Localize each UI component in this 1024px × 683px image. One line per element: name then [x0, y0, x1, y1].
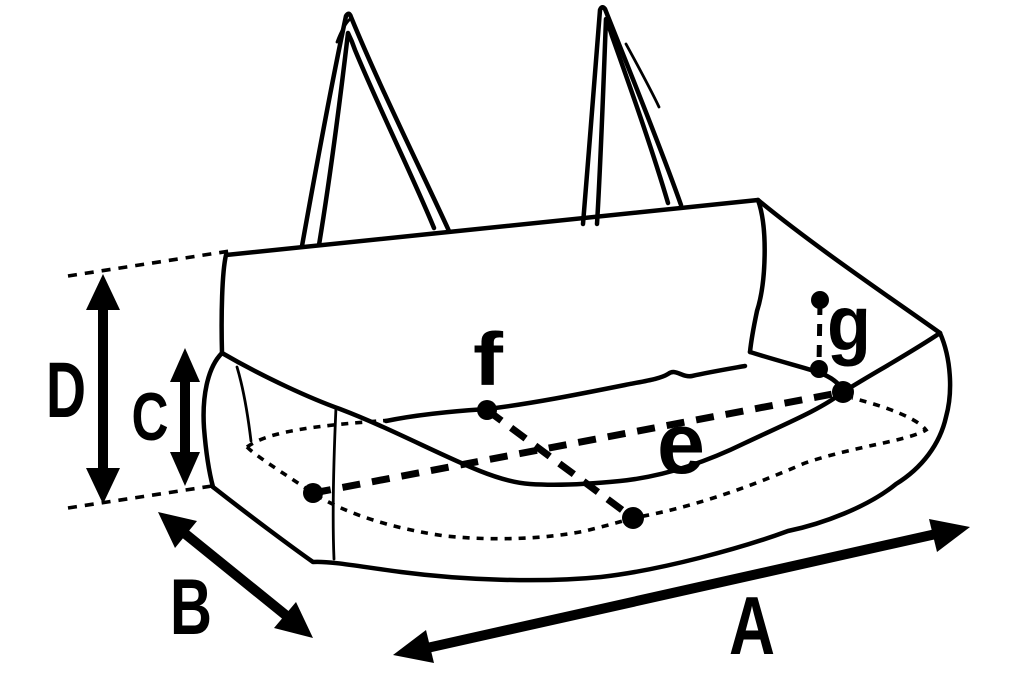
dimension-label-A: A — [729, 579, 775, 672]
dimension-label-g: g — [827, 279, 871, 367]
g-endpoint-dot-bottom — [810, 360, 828, 378]
e-endpoint-dot-left — [303, 483, 323, 503]
f-endpoint-dot-bottom — [622, 507, 644, 529]
B-arrow-shaft — [179, 528, 292, 621]
strap-left-inner-edge — [316, 30, 437, 248]
dimension-arrow-A: A — [393, 519, 970, 672]
rim-front-lower-edge — [219, 350, 846, 488]
g-endpoint-dot-top — [811, 291, 829, 309]
strap-left-outer-edge — [299, 11, 452, 249]
left-arm-fold-line — [235, 365, 253, 443]
extension-line-top — [67, 249, 231, 278]
dimension-label-e: e — [657, 396, 705, 492]
strap-left — [299, 11, 452, 249]
D-arrowhead-up — [86, 274, 120, 310]
A-arrowhead-right — [929, 519, 970, 552]
inner-base-dotted-outline — [245, 396, 929, 541]
dimension-arrow-B: B — [158, 512, 313, 651]
B-arrowhead-upleft — [158, 512, 197, 548]
f-endpoint-dot-top — [477, 400, 497, 420]
dimension-label-B: B — [170, 562, 212, 651]
A-arrow-shaft — [425, 529, 938, 653]
f-dashed-line — [484, 407, 636, 521]
right-arm-back-edge — [755, 197, 943, 336]
A-arrowhead-left — [393, 630, 434, 663]
dimension-label-D: D — [46, 345, 86, 434]
g-dashed-line — [816, 302, 823, 367]
B-arrowhead-downright — [274, 602, 313, 638]
C-arrowhead-up — [170, 348, 200, 382]
C-arrowhead-down — [170, 452, 200, 486]
strap-right-outer-edge — [580, 5, 684, 227]
dimension-line-g: g — [810, 279, 871, 378]
dimension-line-e: e — [303, 381, 854, 503]
e-dashed-line — [312, 388, 844, 497]
e-endpoint-dot-right — [832, 381, 854, 403]
dimension-label-f: f — [473, 317, 504, 401]
outer-silhouette — [210, 330, 953, 583]
pet-bed-drawing — [67, 5, 953, 583]
dimension-arrow-D: D — [46, 274, 120, 504]
inner-base-top-left-arc — [245, 418, 395, 449]
strap-left-fold-line — [335, 17, 352, 44]
strap-right-fold-line — [624, 42, 661, 109]
extension-line-bottom — [67, 484, 213, 510]
dimension-label-C: C — [132, 379, 169, 455]
dimension-line-f: f — [473, 317, 644, 529]
front-seam-line — [331, 405, 338, 561]
D-arrowhead-down — [86, 468, 120, 504]
left-outer-edge — [201, 350, 225, 490]
inner-base-bottom-arc — [245, 396, 929, 541]
back-panel-outline — [219, 197, 767, 356]
strap-right — [580, 5, 684, 227]
strap-right-inner-edge — [594, 16, 671, 227]
dimension-arrow-C: C — [132, 348, 200, 486]
front-rim-top-edge — [383, 363, 748, 424]
